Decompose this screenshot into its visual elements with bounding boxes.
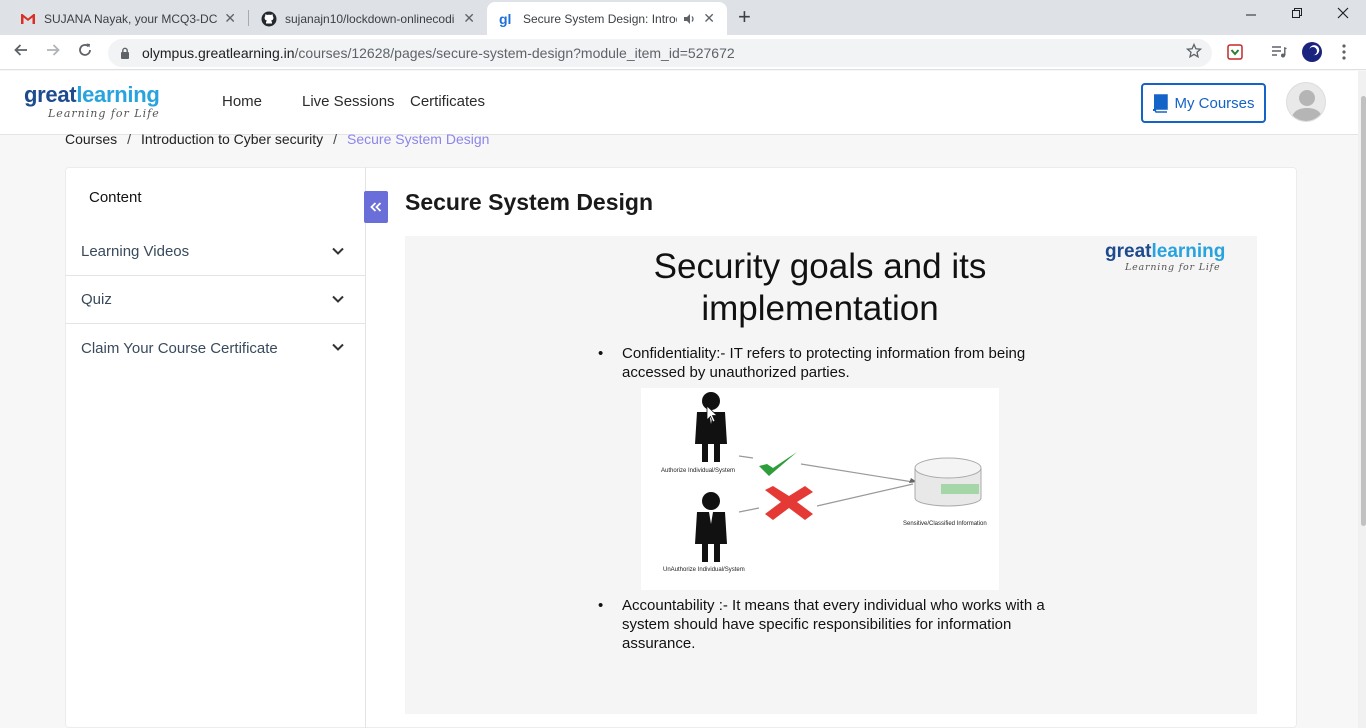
lesson-slide[interactable]: Security goals and its implementation gr… (405, 236, 1257, 714)
breadcrumb-courses[interactable]: Courses (65, 131, 118, 147)
tab-title: SUJANA Nayak, your MCQ3-DC r (44, 11, 219, 26)
slide-title-line-2: implementation (701, 289, 939, 328)
forward-icon[interactable] (42, 41, 64, 63)
mouse-cursor-icon (706, 405, 719, 423)
url-host: olympus.greatlearning.in (142, 45, 295, 61)
extension-icon[interactable] (1225, 42, 1245, 62)
sidebar-item-learning-videos[interactable]: Learning Videos (65, 228, 365, 276)
breadcrumb-course[interactable]: Introduction to Cyber security (141, 131, 324, 147)
url-field[interactable]: olympus.greatlearning.in/courses/12628/p… (108, 39, 1212, 67)
authorized-label: Authorize Individual/System (661, 468, 735, 474)
double-chevron-left-icon (370, 202, 382, 212)
data-label: Sensitive/Classified Information (903, 521, 987, 527)
tab-greatlearning[interactable]: gl Secure System Design: Introd ✕ (487, 2, 727, 35)
bullet-dot: • (598, 597, 604, 614)
page-title: Secure System Design (405, 189, 654, 215)
logo-text-great: great (24, 82, 77, 107)
book-icon (1152, 93, 1169, 113)
unauthorized-person-icon (695, 492, 727, 562)
access-control-diagram: Authorize Individual/System UnAuthorize … (641, 388, 999, 590)
close-tab-icon[interactable]: ✕ (703, 10, 715, 26)
database-icon (914, 457, 982, 507)
breadcrumb-current: Secure System Design (347, 131, 490, 147)
bullet-text: Confidentiality:- IT refers to protectin… (622, 345, 1026, 381)
collapse-sidebar-button[interactable] (364, 191, 388, 223)
tab-title: Secure System Design: Introd (523, 11, 678, 26)
slide-logo-text-learning: learning (1151, 241, 1226, 262)
tab-separator (248, 10, 249, 26)
speaker-icon[interactable] (683, 13, 697, 25)
slide-logo-tagline: Learning for Life (1125, 262, 1221, 273)
chevron-down-icon (332, 247, 344, 255)
address-bar-row: olympus.greatlearning.in/courses/12628/p… (0, 35, 1366, 70)
authorized-person-icon (695, 392, 727, 462)
browser-menu-icon[interactable] (1334, 42, 1354, 62)
sidebar-title: Content (89, 189, 142, 206)
cross-icon (765, 486, 813, 520)
content-sidebar: Content Learning Videos Quiz Claim Your … (65, 167, 366, 728)
user-avatar[interactable] (1286, 82, 1326, 122)
media-queue-icon[interactable] (1269, 42, 1289, 62)
slide-logo-text-great: great (1105, 241, 1152, 262)
breadcrumb-separator: / (127, 131, 132, 147)
page-scrollbar-thumb[interactable] (1361, 96, 1366, 526)
greatlearning-icon: gl (499, 11, 515, 27)
slide-greatlearning-logo: greatlearning Learning for Life (1105, 241, 1226, 274)
breadcrumb-separator: / (333, 131, 338, 147)
minimize-icon[interactable] (1241, 6, 1261, 24)
gmail-icon (20, 11, 36, 27)
restore-icon[interactable] (1287, 6, 1307, 24)
slide-title: Security goals and its implementation (405, 246, 1235, 330)
checkmark-icon (759, 452, 797, 476)
sidebar-item-label: Quiz (81, 291, 112, 308)
lock-icon[interactable] (120, 47, 132, 59)
close-window-icon[interactable] (1333, 6, 1353, 24)
chevron-down-icon (332, 343, 344, 351)
greatlearning-logo[interactable]: greatlearning Learning for Life (24, 82, 160, 121)
tab-github[interactable]: sujanajn10/lockdown-onlinecodi ✕ (249, 2, 487, 35)
close-tab-icon[interactable]: ✕ (463, 10, 475, 26)
logo-text-learning: learning (76, 82, 160, 107)
tab-title: sujanajn10/lockdown-onlinecodi (285, 11, 455, 26)
sidebar-item-label: Learning Videos (81, 243, 190, 260)
slide-title-line-1: Security goals and its (653, 247, 987, 286)
bullet-text: Accountability :- It means that every in… (622, 597, 1045, 652)
nav-live-sessions[interactable]: Live Sessions (302, 93, 395, 110)
nav-home[interactable]: Home (222, 93, 263, 110)
breadcrumb: Courses / Introduction to Cyber security… (65, 131, 489, 147)
logo-tagline: Learning for Life (48, 107, 160, 120)
profile-avatar-icon[interactable] (1302, 42, 1322, 62)
sidebar-item-certificate[interactable]: Claim Your Course Certificate (65, 324, 365, 372)
nav-certificates[interactable]: Certificates (410, 93, 486, 110)
site-header: greatlearning Learning for Life Home Liv… (0, 71, 1366, 135)
sidebar-item-label: Claim Your Course Certificate (81, 339, 278, 357)
my-courses-button[interactable]: My Courses (1141, 83, 1266, 123)
browser-tab-bar: SUJANA Nayak, your MCQ3-DC r ✕ sujanajn1… (0, 0, 1366, 35)
svg-text:gl: gl (499, 11, 511, 27)
new-tab-button[interactable]: + (738, 4, 751, 29)
url-path: /courses/12628/pages/secure-system-desig… (294, 45, 735, 61)
unauthorized-label: UnAuthorize Individual/System (663, 567, 745, 573)
bullet-dot: • (598, 345, 604, 362)
tab-gmail[interactable]: SUJANA Nayak, your MCQ3-DC r ✕ (8, 2, 248, 35)
back-icon[interactable] (10, 41, 32, 63)
bookmark-star-icon[interactable] (1185, 42, 1203, 64)
chevron-down-icon (332, 295, 344, 303)
reload-icon[interactable] (74, 41, 96, 63)
sidebar-item-quiz[interactable]: Quiz (65, 276, 365, 324)
close-tab-icon[interactable]: ✕ (224, 10, 236, 26)
my-courses-label: My Courses (1174, 94, 1255, 112)
github-icon (261, 11, 277, 27)
